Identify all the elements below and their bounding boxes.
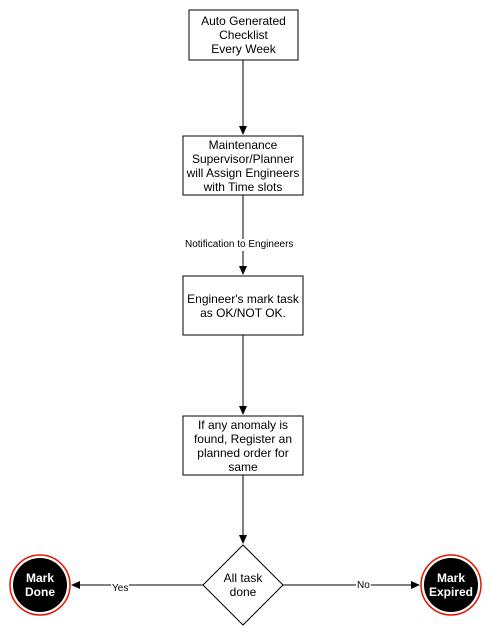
step-mark-task-box (182, 275, 304, 336)
decision-label: All task done (223, 571, 263, 599)
edge-label-yes: Yes (111, 583, 130, 595)
step-auto-generated-checklist-label: Auto Generated Checklist Every Week (201, 14, 286, 56)
step-register-order-box (182, 415, 304, 476)
step-mark-task-label: Engineer's mark task as OK/NOT OK. (187, 291, 299, 320)
decision-diamond (202, 544, 284, 626)
mark-expired-circle (424, 558, 478, 612)
mark-done-label: Mark Done (25, 571, 55, 599)
step-assign-engineers-box (182, 135, 304, 196)
step-auto-generated-checklist-box (188, 9, 299, 61)
mark-done-circle (13, 558, 67, 612)
step-assign-engineers-label: Maintenance Supervisor/Planner will Assi… (186, 137, 300, 194)
edge-label-notification: Notification to Engineers (184, 239, 295, 251)
edge-label-no: No (356, 580, 371, 592)
mark-expired-label: Mark Expired (428, 571, 473, 599)
step-register-order-label: If any anomaly is found, Register an pla… (193, 417, 293, 474)
